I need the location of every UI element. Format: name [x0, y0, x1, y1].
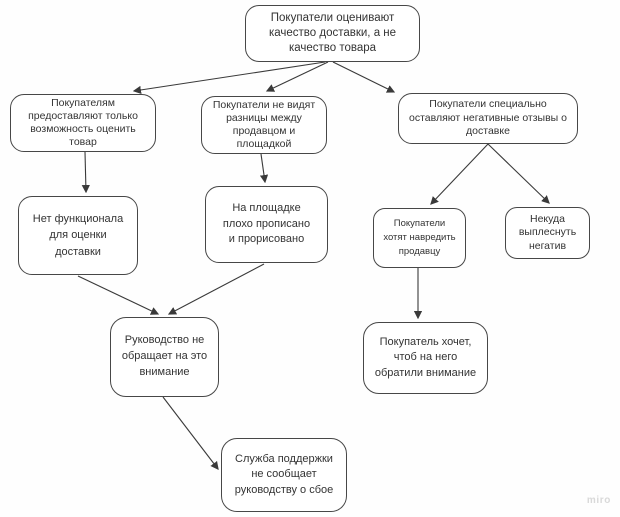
node-root-label: Покупатели оценивают качество доставки, … [268, 12, 397, 54]
edge-root-to-only-rate-product [132, 61, 326, 95]
edge-root-to-no-difference [265, 61, 329, 92]
node-buyer-wants-attention-label: Покупатель хочет, чтоб на него обратили … [374, 335, 477, 379]
node-no-difference-label: Покупатели не видят разницы между продав… [212, 98, 316, 151]
node-poorly-described-label: На площадке плохо прописано и прорисован… [222, 201, 311, 246]
miro-watermark: miro [586, 495, 611, 506]
node-want-to-harm[interactable]: Покупатели хотят навредить продавцу [373, 208, 466, 268]
edge-poorly-described-to-management-ignores [167, 263, 265, 315]
node-nowhere-to-vent[interactable]: Некуда выплеснуть негатив [505, 207, 590, 259]
node-nowhere-to-vent-label: Некуда выплеснуть негатив [518, 212, 577, 252]
node-no-difference[interactable]: Покупатели не видят разницы между продав… [201, 96, 327, 154]
edge-no-difference-to-poorly-described [259, 153, 269, 184]
node-support-not-reporting[interactable]: Служба поддержки не сообщает руководству… [221, 438, 347, 512]
node-intentional-negative[interactable]: Покупатели специально оставляют негативн… [398, 93, 578, 144]
node-poorly-described[interactable]: На площадке плохо прописано и прорисован… [205, 186, 328, 263]
edge-no-functionality-to-management-ignores [77, 275, 160, 315]
edge-only-rate-product-to-no-functionality [81, 151, 90, 194]
node-buyer-wants-attention[interactable]: Покупатель хочет, чтоб на него обратили … [363, 322, 488, 394]
edge-intentional-negative-to-want-to-harm [430, 143, 489, 205]
node-management-ignores[interactable]: Руководство не обращает на это внимание [110, 317, 219, 397]
node-only-rate-product-label: Покупателям предоставляют только возможн… [28, 96, 138, 149]
node-intentional-negative-label: Покупатели специально оставляют негативн… [408, 98, 567, 138]
node-want-to-harm-label: Покупатели хотят навредить продавцу [383, 218, 456, 257]
node-support-not-reporting-label: Служба поддержки не сообщает руководству… [234, 452, 334, 496]
edge-intentional-negative-to-nowhere-to-vent [487, 143, 550, 204]
node-only-rate-product[interactable]: Покупателям предоставляют только возможн… [10, 94, 156, 152]
node-no-functionality-label: Нет функционала для оценки доставки [32, 212, 124, 258]
node-root[interactable]: Покупатели оценивают качество доставки, … [245, 5, 420, 62]
node-management-ignores-label: Руководство не обращает на это внимание [121, 334, 208, 378]
edge-root-to-intentional-negative [332, 61, 396, 93]
edge-management-ignores-to-support-not-reporting [162, 396, 219, 470]
node-no-functionality[interactable]: Нет функционала для оценки доставки [18, 196, 138, 275]
